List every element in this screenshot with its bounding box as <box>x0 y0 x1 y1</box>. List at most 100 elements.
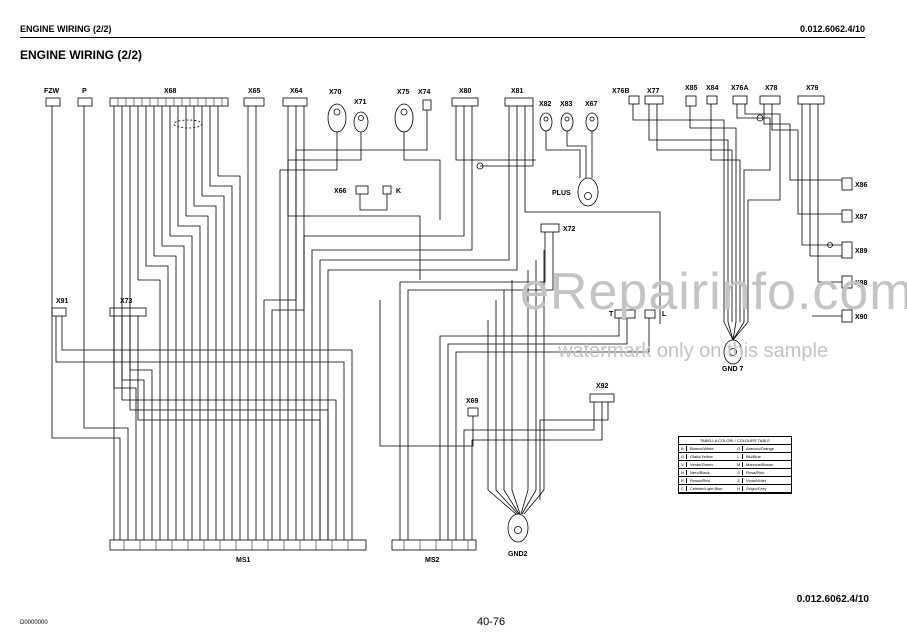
colour-code: S <box>735 470 743 475</box>
connector-x73-body <box>109 307 147 317</box>
label-x73: X73 <box>120 298 133 305</box>
colour-name: Giallo/Yellow <box>690 454 713 459</box>
colour-code: N <box>679 470 687 475</box>
page-title: ENGINE WIRING (2/2) <box>20 48 143 62</box>
connector-x92-body <box>589 393 615 403</box>
colour-name: Nero/Black <box>690 470 710 475</box>
label-x75: X75 <box>397 89 410 96</box>
connector-p-body <box>77 97 93 107</box>
label-x91: X91 <box>56 298 69 305</box>
connector-x87-body <box>841 209 853 223</box>
colour-name: Arancio/Orange <box>746 446 775 451</box>
connector-x66-body <box>355 185 369 195</box>
colour-name: Bianco/White <box>690 446 714 451</box>
label-x82: X82 <box>539 101 552 108</box>
label-ms2: MS2 <box>425 557 440 564</box>
colour-name: Celeste/Light Blue <box>690 486 723 491</box>
label-x87: X87 <box>855 214 868 221</box>
colour-name: Blu/Blue <box>746 454 761 459</box>
footer-document-code: 0.012.6062.4/10 <box>796 594 869 605</box>
terminal-x70 <box>327 103 347 133</box>
colour-name: Rosso/Red <box>690 478 710 483</box>
connector-x78-body <box>759 95 781 105</box>
connector-t-body <box>614 309 636 319</box>
label-t: T <box>609 311 614 318</box>
header-document-code: 0.012.6062.4/10 <box>799 24 865 34</box>
label-x79: X79 <box>806 85 819 92</box>
colour-code: M <box>735 462 743 467</box>
page-number: 40-76 <box>477 616 506 628</box>
label-x76a: X76A <box>731 85 749 92</box>
terminal-x67 <box>585 112 599 132</box>
connector-l-body <box>644 309 656 319</box>
label-fzw: FZW <box>44 88 60 95</box>
connector-fzw-body <box>45 97 61 107</box>
colour-code: B <box>679 446 687 451</box>
label-x89: X89 <box>855 248 868 255</box>
colours-table-title: TABELLA COLORI / COLOURS TABLE <box>679 437 791 445</box>
connector-x76b-body <box>628 95 640 105</box>
label-x69: X69 <box>466 398 479 405</box>
terminal-gnd2 <box>507 513 529 543</box>
connector-x80-body <box>451 97 479 107</box>
label-x77: X77 <box>647 88 660 95</box>
label-x65: X65 <box>248 88 261 95</box>
colour-code: O <box>735 446 743 451</box>
colour-name: Marrone/Brown <box>746 462 774 467</box>
terminal-x83 <box>560 112 574 132</box>
label-x76b: X76B <box>612 88 630 95</box>
label-k: K <box>396 188 401 195</box>
watermark-sub: watermark only on this sample <box>558 340 829 362</box>
header-rule <box>20 37 865 38</box>
colour-name: Verde/Green <box>690 462 713 467</box>
terminal-plus <box>577 177 599 207</box>
label-x86: X86 <box>855 182 868 189</box>
label-x74: X74 <box>418 89 431 96</box>
label-x70: X70 <box>329 89 342 96</box>
document-id: D0000000 <box>20 620 48 626</box>
connector-x68-body <box>109 97 229 107</box>
colour-name: Grigio/Grey <box>746 486 767 491</box>
label-x72: X72 <box>563 226 576 233</box>
terminal-x82 <box>539 112 553 132</box>
colour-code: L <box>735 454 743 459</box>
terminal-x71 <box>353 111 369 133</box>
colour-code: R <box>679 478 687 483</box>
connector-k-body <box>382 185 392 195</box>
label-x88: X88 <box>855 280 868 287</box>
label-x81: X81 <box>511 88 524 95</box>
connector-x69-body <box>467 407 479 417</box>
connector-x85-body <box>685 95 697 107</box>
connector-x81-body <box>504 97 534 107</box>
connector-ms2-body <box>391 539 477 551</box>
label-x83: X83 <box>560 101 573 108</box>
label-x68: X68 <box>164 88 177 95</box>
colour-code: V <box>679 462 687 467</box>
colour-code: H <box>735 486 743 491</box>
colour-code: Z <box>735 478 743 483</box>
connector-ms1-body <box>109 539 367 551</box>
label-x67: X67 <box>585 101 598 108</box>
label-x85: X85 <box>685 85 698 92</box>
label-x71: X71 <box>354 99 367 106</box>
label-p: P <box>82 88 87 95</box>
connector-x65-body <box>243 97 265 107</box>
colour-name: Rosa/Pink <box>746 470 765 475</box>
label-x84: X84 <box>706 85 719 92</box>
connector-x86-body <box>841 177 853 191</box>
watermark-main: eRepairinfo.com <box>520 263 907 321</box>
colour-name: Viola/Violet <box>746 478 766 483</box>
